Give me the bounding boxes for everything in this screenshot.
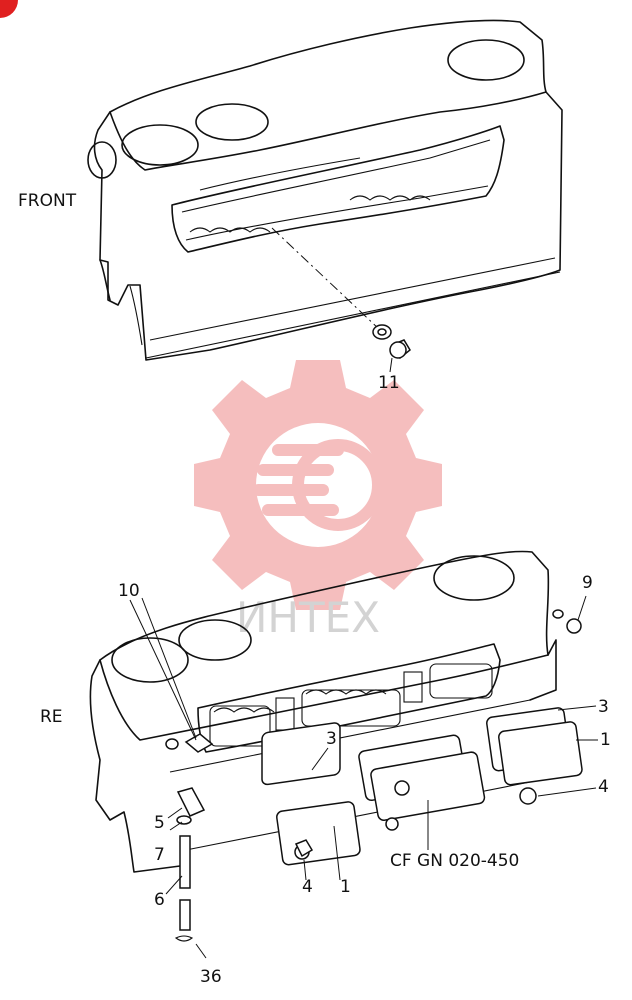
- callout-10: 10: [118, 581, 140, 601]
- corner-badge: [0, 0, 18, 18]
- callout-3-right: 3: [598, 697, 609, 717]
- callout-1-left: 1: [340, 877, 351, 897]
- view-label-front: FRONT: [18, 191, 77, 211]
- view-label-rear: RE: [40, 707, 63, 727]
- callout-1-right: 1: [600, 730, 611, 750]
- callout-7: 7: [154, 845, 165, 865]
- lower-engine-block: [89, 550, 598, 959]
- watermark-logo: ИНТЕХ: [194, 360, 442, 642]
- callout-9: 9: [582, 573, 593, 593]
- cf-note: CF GN 020-450: [390, 851, 519, 871]
- callout-3-left: 3: [326, 729, 337, 749]
- watermark-text: ИНТЕХ: [236, 593, 380, 642]
- callout-4-left: 4: [302, 877, 313, 897]
- callout-6: 6: [154, 890, 165, 910]
- callout-5: 5: [154, 813, 165, 833]
- upper-engine-block: [87, 19, 563, 373]
- callout-11: 11: [378, 373, 400, 393]
- callout-36: 36: [200, 967, 222, 987]
- callout-4-right: 4: [598, 777, 609, 797]
